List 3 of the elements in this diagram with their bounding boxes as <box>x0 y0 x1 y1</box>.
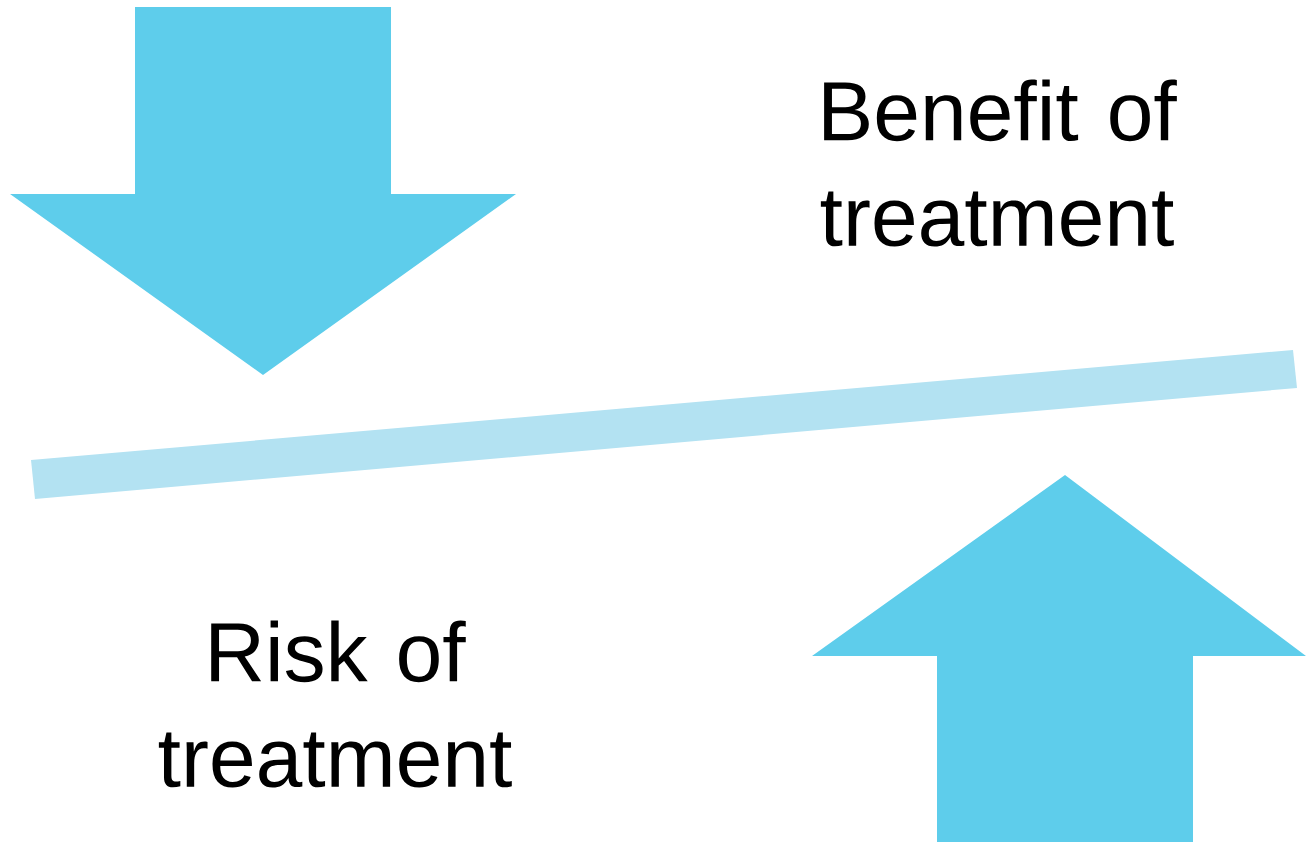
balance-beam <box>31 350 1297 499</box>
label: Risk of treatment <box>158 620 512 788</box>
label: Benefit of treatment <box>820 79 1177 247</box>
